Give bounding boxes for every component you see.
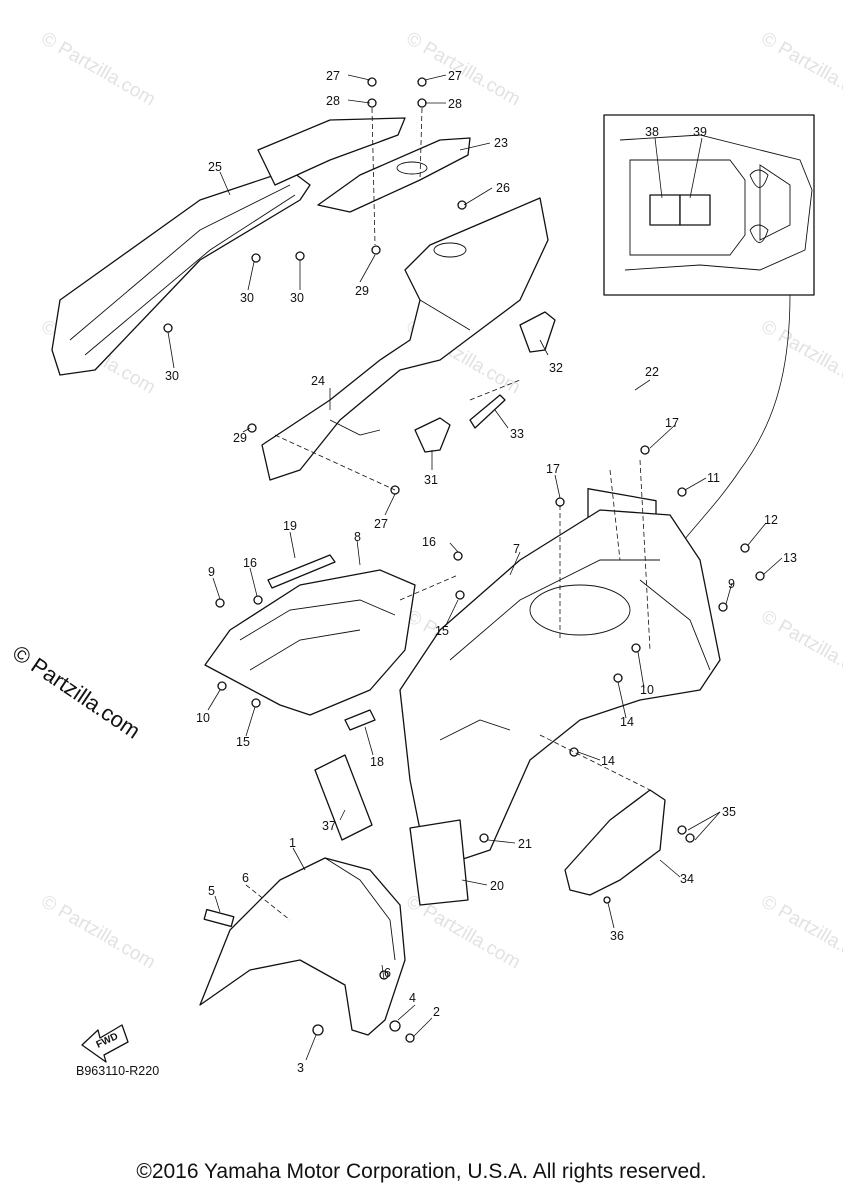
callout-17a: 17 [665, 416, 679, 430]
callout-16a: 16 [422, 535, 436, 549]
faint-watermark: © Partzilla.com [758, 316, 843, 398]
callout-29b: 29 [233, 431, 247, 445]
part-34-tail [564, 789, 666, 896]
inset-detail [603, 114, 815, 296]
faint-watermark: © Partzilla.com [758, 606, 843, 688]
callout-17b: 17 [546, 462, 560, 476]
callout-4: 4 [409, 991, 416, 1005]
callout-31: 31 [424, 473, 438, 487]
part-8-tray [204, 554, 416, 731]
callout-23: 23 [494, 136, 508, 150]
faint-watermark: © Partzilla.com [758, 891, 843, 973]
faint-watermark: © Partzilla.com [38, 28, 159, 110]
callout-35: 35 [722, 805, 736, 819]
callout-7: 7 [513, 542, 520, 556]
callout-21: 21 [518, 837, 532, 851]
callout-32: 32 [549, 361, 563, 375]
callout-15b: 15 [236, 735, 250, 749]
faint-watermark: © Partzilla.com [403, 28, 524, 110]
callout-30b: 30 [290, 291, 304, 305]
callout-28a: 28 [326, 94, 340, 108]
callout-2: 2 [433, 1005, 440, 1019]
diagram-code: B963110-R220 [76, 1064, 160, 1078]
fwd-arrow: FWD [81, 1024, 129, 1063]
callout-13: 13 [783, 551, 797, 565]
callout-34: 34 [680, 872, 694, 886]
callout-33: 33 [510, 427, 524, 441]
callout-14a: 14 [620, 715, 634, 729]
part-23-top-panel [257, 117, 471, 213]
faint-watermark: © Partzilla.com [758, 28, 843, 110]
callout-numbers: 1 2 3 4 5 6 6 7 8 9 9 10 10 11 12 13 14 … [165, 69, 797, 1075]
part-37-plate [314, 754, 373, 841]
faint-watermark: © Partzilla.com [38, 891, 159, 973]
callout-15a: 15 [435, 624, 449, 638]
callout-36: 36 [610, 929, 624, 943]
callout-11: 11 [707, 471, 720, 485]
callout-8: 8 [354, 530, 361, 544]
callout-37: 37 [322, 819, 336, 833]
callout-30a: 30 [240, 291, 254, 305]
callout-19: 19 [283, 519, 297, 533]
callout-30c: 30 [165, 369, 179, 383]
part-1-front-fender [199, 857, 406, 1036]
callout-27c: 27 [374, 517, 388, 531]
part-20-flap [409, 819, 469, 906]
part-31-seal [414, 417, 451, 453]
callout-27a: 27 [326, 69, 340, 83]
callout-28b: 28 [448, 97, 462, 111]
callout-25: 25 [208, 160, 222, 174]
callout-29a: 29 [355, 284, 369, 298]
callout-12: 12 [764, 513, 778, 527]
callout-6a: 6 [242, 871, 249, 885]
callout-6b: 6 [384, 966, 391, 980]
callout-18: 18 [370, 755, 384, 769]
copyright-notice: ©2016 Yamaha Motor Corporation, U.S.A. A… [136, 1160, 707, 1183]
leader-lines [167, 74, 783, 1061]
callout-9a: 9 [208, 565, 215, 579]
callout-16b: 16 [243, 556, 257, 570]
callout-10b: 10 [640, 683, 654, 697]
callout-24: 24 [311, 374, 325, 388]
callout-3: 3 [297, 1061, 304, 1075]
callout-14b: 14 [601, 754, 615, 768]
callout-5: 5 [208, 884, 215, 898]
callout-26: 26 [496, 181, 510, 195]
callout-39: 39 [693, 125, 707, 139]
part-24-side-cowl [261, 197, 549, 481]
callout-9b: 9 [728, 577, 735, 591]
callout-27b: 27 [448, 69, 462, 83]
callout-22: 22 [645, 365, 659, 379]
callout-1: 1 [289, 836, 296, 850]
part-32-seal [519, 311, 556, 353]
part-33-strip [469, 394, 506, 429]
callout-20: 20 [490, 879, 504, 893]
callout-38: 38 [645, 125, 659, 139]
part-25-rail-cover [51, 169, 311, 376]
callout-10a: 10 [196, 711, 210, 725]
